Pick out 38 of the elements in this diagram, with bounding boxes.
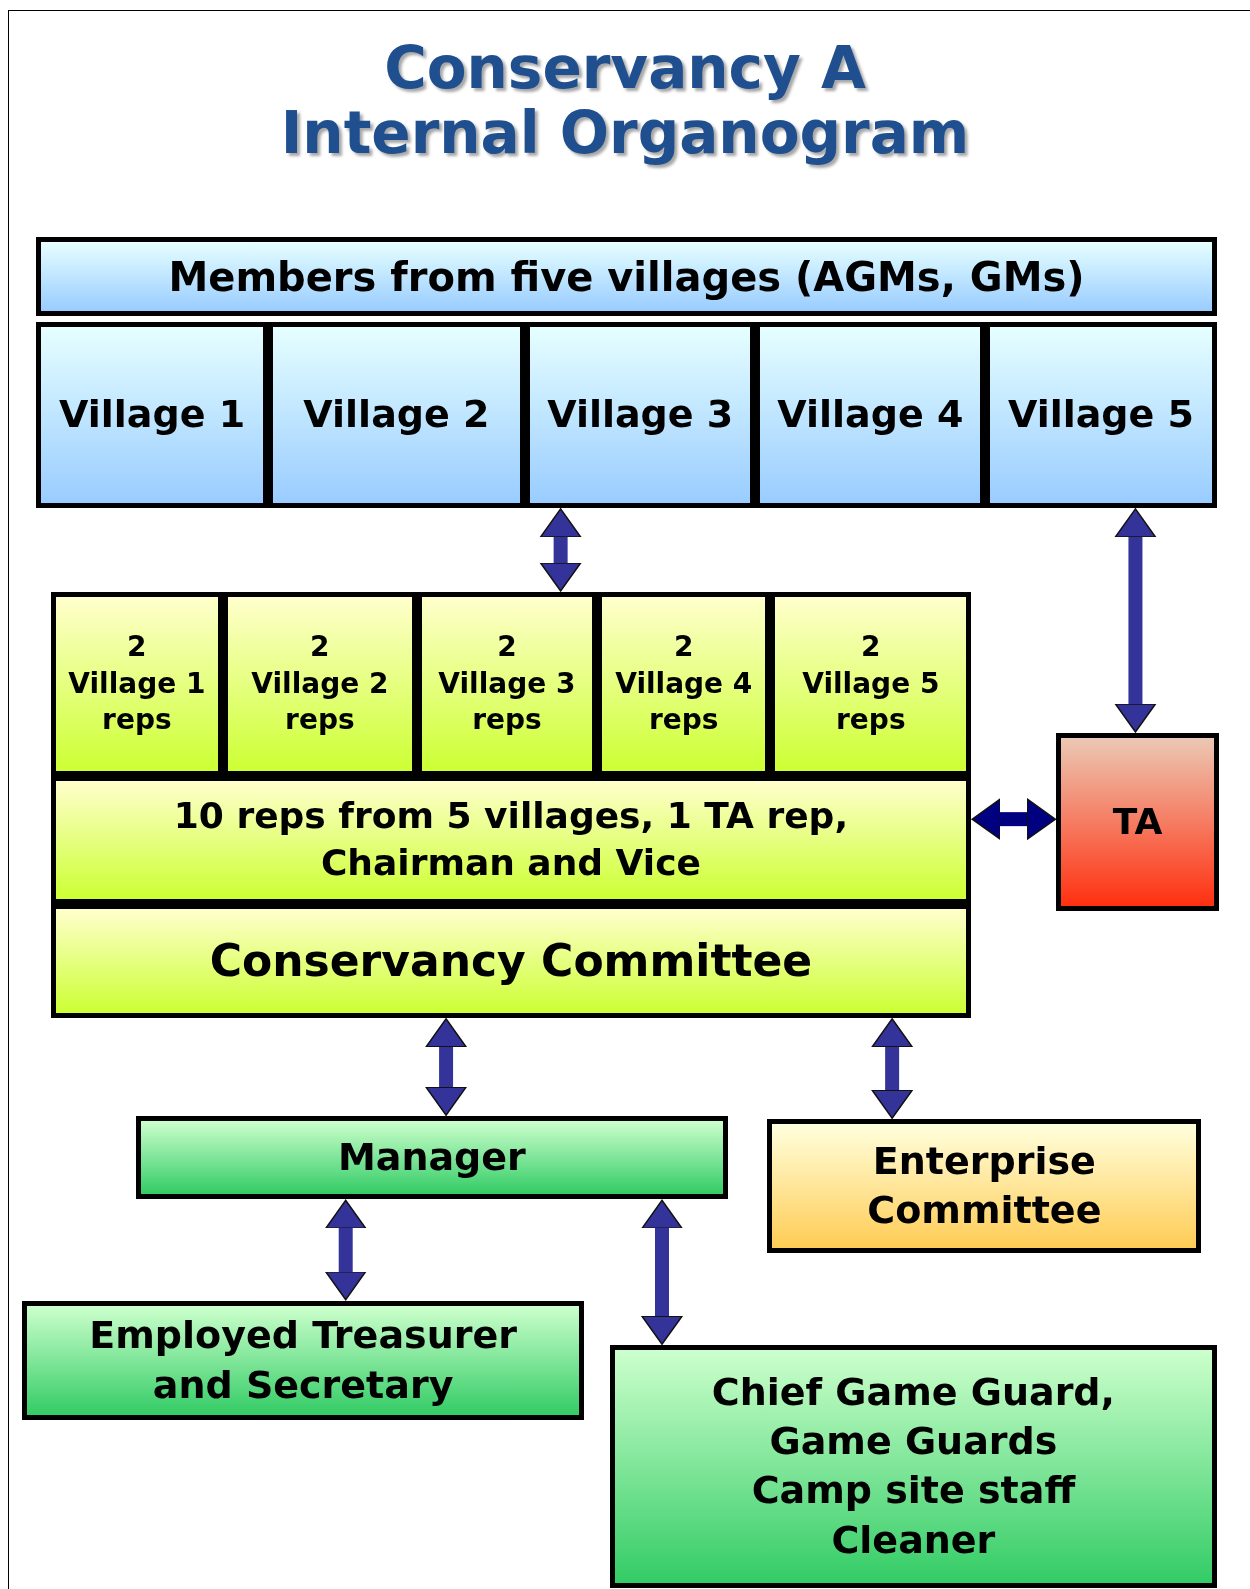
node-label: 2 Village 2 reps bbox=[251, 629, 389, 738]
manager-box bbox=[135, 1116, 728, 1200]
village-box bbox=[36, 322, 268, 508]
node-label: 2 Village 1 reps bbox=[68, 629, 206, 738]
treasurer-box bbox=[22, 1300, 584, 1421]
title: Conservancy A Internal Organogram bbox=[279, 36, 971, 166]
node-label: Game Guards bbox=[769, 1418, 1058, 1466]
enterprise-box bbox=[767, 1119, 1202, 1254]
staff-box bbox=[610, 1345, 1217, 1588]
node-label: Employed Treasurer and Secretary bbox=[88, 1312, 518, 1409]
node-label: Village 4 bbox=[777, 391, 964, 439]
double-arrow bbox=[641, 1199, 683, 1346]
node-label: Village 3 bbox=[547, 391, 734, 439]
node-label: Village 1 bbox=[59, 391, 246, 439]
node-label: 10 reps from 5 villages, 1 TA rep, Chairman and Vice bbox=[172, 794, 850, 885]
node-label: Conservancy Committee bbox=[209, 934, 813, 989]
node-label: Camp site staff bbox=[751, 1467, 1076, 1515]
node-label: Village 5 bbox=[1007, 391, 1194, 439]
double-arrow bbox=[324, 1199, 367, 1301]
node-label: Members from five villages (AGMs, GMs) bbox=[168, 252, 1085, 302]
ta-box bbox=[1056, 732, 1219, 912]
double-arrow bbox=[425, 1018, 467, 1116]
node-label: Manager bbox=[337, 1134, 526, 1182]
double-arrow bbox=[1114, 508, 1157, 733]
node-label: 2 Village 3 reps bbox=[438, 629, 576, 738]
node-label: 2 Village 5 reps bbox=[802, 629, 940, 738]
double-arrow bbox=[539, 508, 582, 592]
node-label: Village 2 bbox=[303, 391, 490, 439]
node-label: 2 Village 4 reps bbox=[615, 629, 753, 738]
node-label: Enterprise Committee bbox=[866, 1137, 1103, 1235]
village-box bbox=[985, 322, 1217, 508]
node-label: Cleaner bbox=[831, 1516, 996, 1564]
double-arrow bbox=[971, 798, 1057, 840]
node-label: TA bbox=[1112, 799, 1163, 844]
double-arrow bbox=[871, 1018, 913, 1119]
committee-box bbox=[50, 904, 972, 1018]
node-label: Chief Game Guard, bbox=[711, 1368, 1115, 1416]
header-band bbox=[36, 237, 1217, 317]
